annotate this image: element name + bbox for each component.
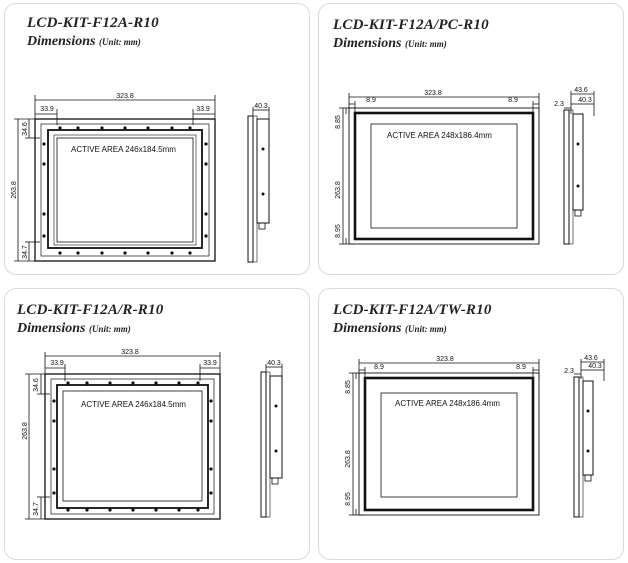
dim-top: 34.6 [33,378,40,392]
active-area-label: ACTIVE AREA 248x186.4mm [387,131,492,140]
dim-width: 323.8 [436,356,454,363]
unit-label: (Unit: mm) [404,324,447,334]
panel-title: LCD-KIT-F12A-R10 [27,15,159,31]
dim-top: 8.85 [345,380,352,394]
active-area-label: ACTIVE AREA 246x184.5mm [71,145,176,154]
dim-height: 263.8 [11,181,18,199]
side-depth: 40.3 [588,363,602,370]
dim-right: 8.9 [516,364,526,371]
panel-lcd-kit-f12a-pc-r10: LCD-KIT-F12A/PC-R10 Dimensions (Unit: mm… [318,3,624,275]
dimensions-label: Dimensions [333,321,402,336]
dim-width: 323.8 [121,349,139,356]
side-total: 43.6 [584,355,598,362]
dim-bottom: 34.7 [33,502,40,516]
dimension-drawing-panel-mount: 323.8 8.9 8.9 263.8 8.85 8.95 ACTIVE ARE… [335,87,595,245]
dim-right: 33.9 [196,106,210,113]
dim-right: 33.9 [203,360,217,367]
active-area-label: ACTIVE AREA 248x186.4mm [395,399,500,408]
side-bezel: 2.3 [564,368,574,375]
panel-title: LCD-KIT-F12A/TW-R10 [333,302,492,318]
side-bezel: 2.3 [554,101,564,108]
dim-left: 8.9 [366,97,376,104]
dim-height: 263.8 [335,181,342,199]
dim-right: 8.9 [508,97,518,104]
dimension-drawing-wall-mount: 323.8 8.9 8.9 263.8 8.85 8.95 ACTIVE ARE… [345,355,605,518]
side-depth: 40.3 [267,360,281,367]
panel-lcd-kit-f12a-r-r10: LCD-KIT-F12A/R-R10 Dimensions (Unit: mm) [4,288,310,560]
dim-top: 8.85 [335,115,342,129]
dimension-drawing-rear-mount: 323.8 33.9 33.9 263.8 34.6 34.7 ACTIVE A… [22,349,283,520]
dimensions-label: Dimensions [333,36,402,51]
dim-bottom: 8.95 [335,224,342,238]
active-area-label: ACTIVE AREA 246x184.5mm [81,400,186,409]
panel-subtitle: Dimensions (Unit: mm) [17,321,131,337]
panel-subtitle: Dimensions (Unit: mm) [333,36,447,52]
dim-bottom: 8.95 [345,492,352,506]
dim-height: 263.8 [22,422,29,440]
unit-label: (Unit: mm) [404,39,447,49]
panel-title: LCD-KIT-F12A/R-R10 [17,302,164,318]
panel-subtitle: Dimensions (Unit: mm) [27,34,141,50]
panel-subtitle: Dimensions (Unit: mm) [333,321,447,337]
unit-label: (Unit: mm) [98,37,141,47]
side-depth: 40.3 [578,97,592,104]
unit-label: (Unit: mm) [88,324,131,334]
dim-height: 263.8 [345,450,352,468]
panel-lcd-kit-f12a-tw-r10: LCD-KIT-F12A/TW-R10 Dimensions (Unit: mm… [318,288,624,560]
dimensions-label: Dimensions [17,321,86,336]
dim-left: 33.9 [40,106,54,113]
side-total: 43.6 [574,87,588,94]
side-depth: 40.3 [254,103,268,110]
panel-title: LCD-KIT-F12A/PC-R10 [333,17,489,33]
dim-left: 8.9 [374,364,384,371]
dim-width: 323.8 [424,90,442,97]
dim-left: 33.9 [50,360,64,367]
dim-width: 323.8 [116,93,134,100]
dim-top: 34.6 [22,122,29,136]
dim-bottom: 34.7 [22,245,29,259]
panel-lcd-kit-f12a-r10: LCD-KIT-F12A-R10 Dimensions (Unit: mm) [4,3,310,275]
dimension-drawing-front-rear: 323.8 33.9 33.9 263.8 34.6 34.7 ACTIVE A… [11,93,270,263]
dimensions-label: Dimensions [27,34,96,49]
